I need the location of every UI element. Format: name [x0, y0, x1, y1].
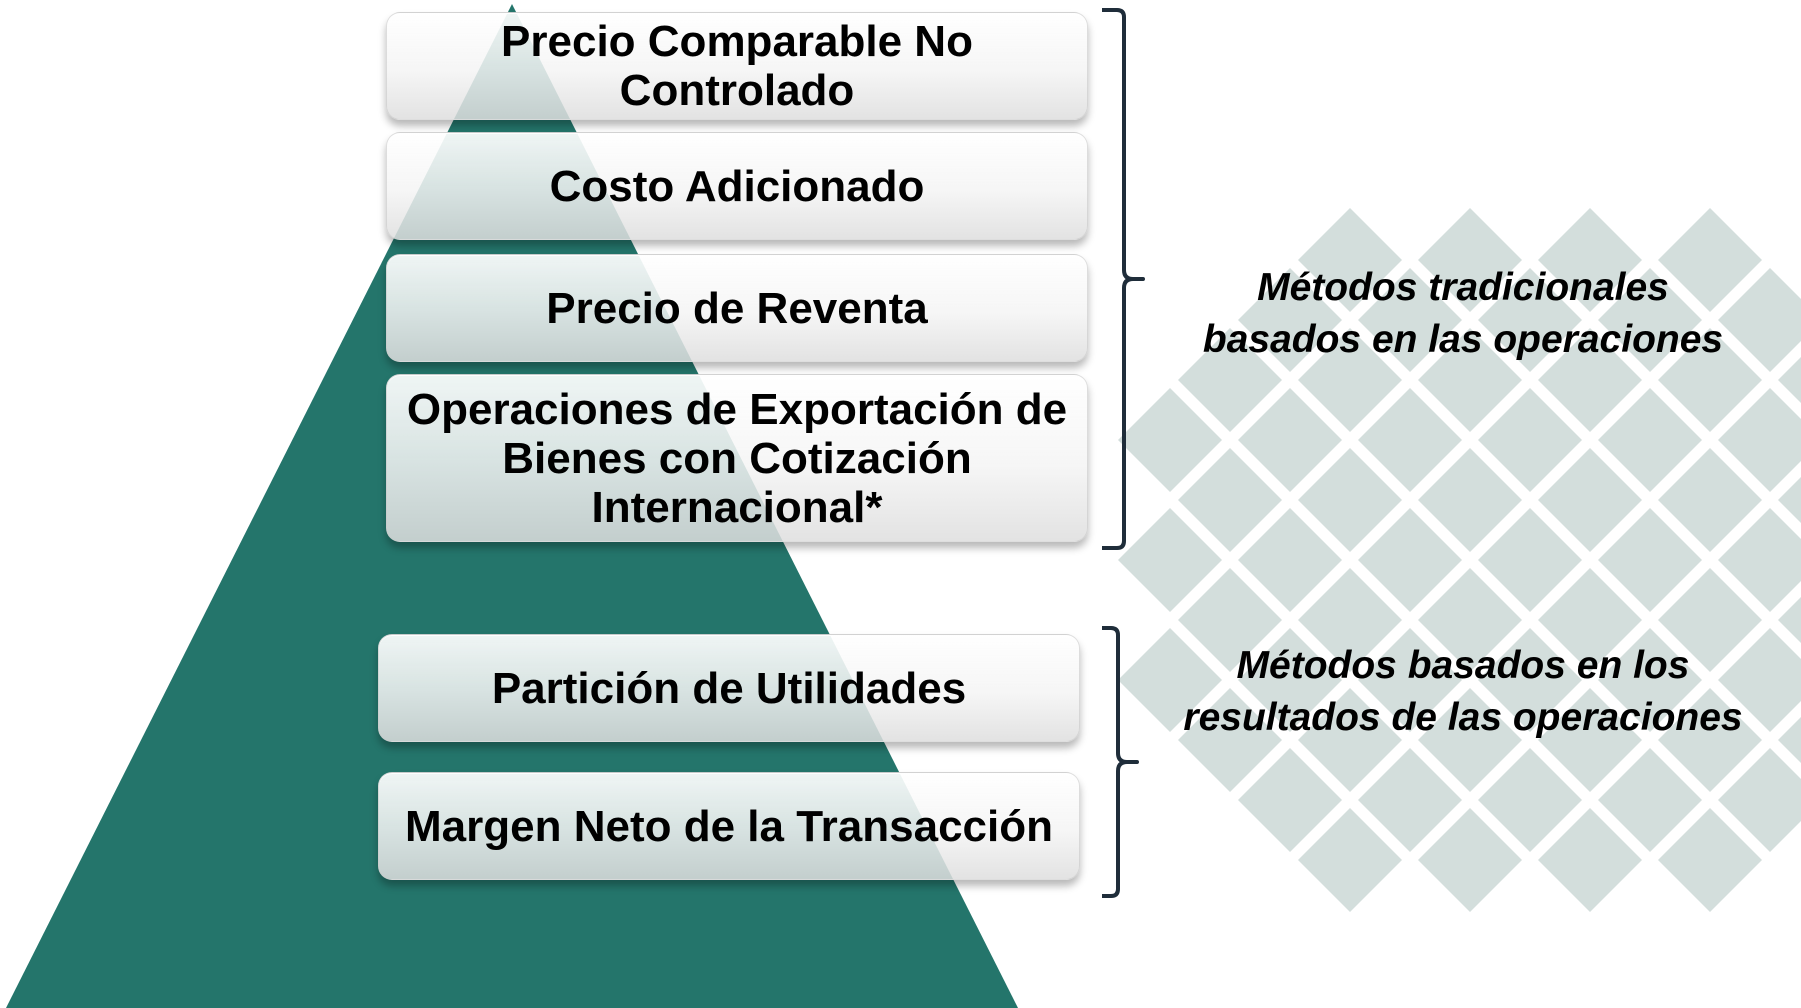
pattern-diamond [1478, 388, 1582, 492]
pattern-diamond [1298, 688, 1402, 792]
method-box-resale-price: Precio de Reventa [386, 254, 1088, 362]
pattern-diamond [1238, 748, 1342, 852]
pattern-diamond [1718, 748, 1801, 852]
pattern-diamond [1478, 508, 1582, 612]
pattern-diamond [1418, 328, 1522, 432]
pattern-diamond [1658, 448, 1762, 552]
pattern-diamond [1778, 717, 1801, 763]
pattern-diamond [1358, 628, 1462, 732]
pattern-diamond [1118, 388, 1222, 492]
pattern-diamond [1418, 808, 1522, 912]
pattern-diamond [1238, 508, 1342, 612]
pattern-diamond [1718, 628, 1801, 732]
method-label-export-quoted-goods: Operaciones de Exportación de Bienes con… [406, 384, 1068, 532]
pattern-diamond [1298, 328, 1402, 432]
pattern-diamond [1118, 628, 1222, 732]
pattern-diamond [1658, 808, 1762, 912]
pattern-diamond [1778, 597, 1801, 643]
pattern-diamond [1778, 477, 1801, 523]
pattern-diamond [1238, 268, 1342, 372]
method-label-tnmm: Margen Neto de la Transacción [405, 801, 1053, 851]
pattern-diamond [1178, 688, 1282, 792]
method-box-tnmm: Margen Neto de la Transacción [378, 772, 1080, 880]
pattern-diamond [1658, 328, 1762, 432]
pattern-diamond [1658, 568, 1762, 672]
method-box-profit-split: Partición de Utilidades [378, 634, 1080, 742]
pattern-diamond [1538, 208, 1642, 312]
bracket-traditional [1102, 8, 1145, 550]
pattern-diamond [1718, 388, 1801, 492]
pattern-diamond [1598, 508, 1702, 612]
group-label-traditional: Métodos tradicionales basados en las ope… [1163, 262, 1763, 366]
pattern-diamond [1418, 448, 1522, 552]
pattern-diamond [1478, 748, 1582, 852]
group-label-traditional-line2: basados en las operaciones [1202, 318, 1724, 361]
pattern-diamond [1358, 268, 1462, 372]
method-box-export-quoted-goods: Operaciones de Exportación de Bienes con… [386, 374, 1088, 542]
method-label-cost-plus: Costo Adicionado [549, 161, 925, 211]
pattern-diamond [1718, 268, 1801, 372]
pattern-diamond [1118, 508, 1222, 612]
pattern-diamond [1538, 568, 1642, 672]
pattern-diamond [1658, 688, 1762, 792]
method-label-cup: Precio Comparable No Controlado [501, 17, 973, 115]
pattern-diamond [1598, 388, 1702, 492]
pattern-diamond [1298, 808, 1402, 912]
pattern-diamond [1358, 748, 1462, 852]
pattern-diamond [1178, 328, 1282, 432]
pattern-diamond [1538, 328, 1642, 432]
pattern-diamond [1298, 448, 1402, 552]
method-box-cost-plus: Costo Adicionado [386, 132, 1088, 240]
pattern-diamond [1238, 628, 1342, 732]
method-label-profit-split: Partición de Utilidades [491, 663, 967, 713]
pattern-diamond [1538, 808, 1642, 912]
pattern-diamond [1298, 208, 1402, 312]
pattern-diamond [1718, 508, 1801, 612]
pattern-diamond [1178, 448, 1282, 552]
pattern-diamond [1238, 388, 1342, 492]
bracket-results [1102, 626, 1139, 898]
group-label-traditional-line1: Métodos tradicionales [1257, 266, 1669, 309]
method-label-resale-price: Precio de Reventa [546, 283, 928, 333]
pattern-diamond [1538, 688, 1642, 792]
pattern-diamond [1778, 357, 1801, 403]
pattern-diamond [1358, 388, 1462, 492]
group-label-results-line2: resultados de las operaciones [1183, 696, 1743, 739]
pattern-diamond [1658, 208, 1762, 312]
pattern-diamond [1418, 688, 1522, 792]
pattern-diamond [1178, 568, 1282, 672]
pattern-diamond [1418, 208, 1522, 312]
pattern-diamond [1298, 568, 1402, 672]
pattern-diamond [1478, 628, 1582, 732]
pattern-diamond [1478, 268, 1582, 372]
method-box-cup: Precio Comparable No Controlado [386, 12, 1088, 120]
pattern-diamond [1358, 508, 1462, 612]
group-label-results: Métodos basados en los resultados de las… [1143, 640, 1783, 744]
pattern-diamond [1598, 628, 1702, 732]
pattern-diamond [1598, 268, 1702, 372]
pattern-diamond [1598, 748, 1702, 852]
pattern-diamond [1538, 448, 1642, 552]
group-label-results-line1: Métodos basados en los [1236, 644, 1690, 687]
pattern-diamond [1418, 568, 1522, 672]
